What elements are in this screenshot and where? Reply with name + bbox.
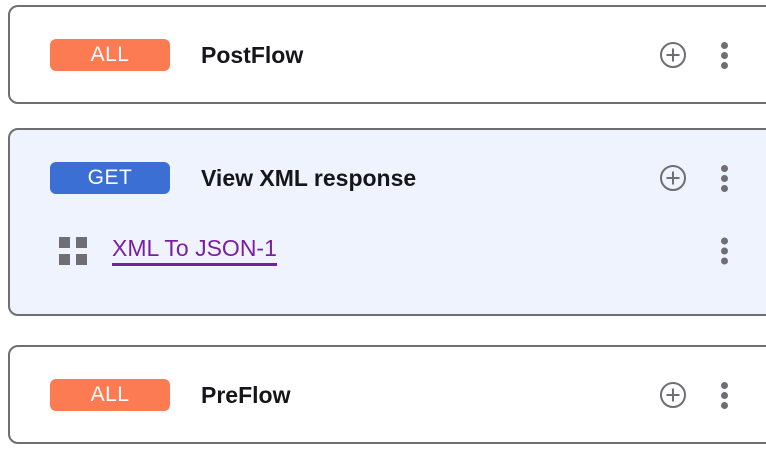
- grid-square: [59, 237, 70, 248]
- flow-card-postflow[interactable]: ALL PostFlow: [8, 5, 766, 104]
- kebab-dot: [721, 237, 728, 245]
- method-badge-all: ALL: [50, 39, 170, 71]
- policy-link-xml-to-json-1[interactable]: XML To JSON-1: [112, 236, 277, 267]
- kebab-dot: [721, 174, 728, 182]
- kebab-dot: [721, 391, 728, 399]
- policy-row[interactable]: XML To JSON-1: [10, 217, 766, 285]
- kebab-dot: [721, 51, 728, 59]
- flow-name-label: PostFlow: [201, 41, 304, 68]
- add-circle-icon[interactable]: [659, 41, 687, 69]
- add-circle-icon[interactable]: [659, 381, 687, 409]
- kebab-dot: [721, 247, 728, 255]
- flow-row-actions: [659, 41, 738, 69]
- grid-square: [59, 254, 70, 265]
- kebab-dot: [721, 164, 728, 172]
- kebab-menu-icon[interactable]: [711, 381, 738, 409]
- method-badge-get: GET: [50, 162, 170, 194]
- add-circle-icon[interactable]: [659, 164, 687, 192]
- flow-name-label: PreFlow: [201, 381, 291, 408]
- flow-header-row[interactable]: ALL PreFlow: [10, 364, 766, 426]
- grid-square: [76, 254, 87, 265]
- method-badge-all: ALL: [50, 379, 170, 411]
- kebab-menu-icon[interactable]: [711, 237, 738, 265]
- flow-row-actions: [659, 381, 738, 409]
- kebab-dot: [721, 401, 728, 409]
- flow-header-row[interactable]: ALL PostFlow: [10, 24, 766, 86]
- flow-header-row[interactable]: GET View XML response: [10, 147, 766, 209]
- kebab-dot: [721, 257, 728, 265]
- grid-squares-icon: [59, 237, 87, 265]
- policy-row-actions: [711, 237, 738, 265]
- flow-row-actions: [659, 164, 738, 192]
- kebab-menu-icon[interactable]: [711, 41, 738, 69]
- kebab-dot: [721, 381, 728, 389]
- kebab-menu-icon[interactable]: [711, 164, 738, 192]
- kebab-dot: [721, 41, 728, 49]
- flow-card-view-xml-response[interactable]: GET View XML response: [8, 128, 766, 316]
- flow-name-label: View XML response: [201, 164, 417, 191]
- grid-square: [76, 237, 87, 248]
- kebab-dot: [721, 61, 728, 69]
- flow-card-preflow[interactable]: ALL PreFlow: [8, 345, 766, 444]
- kebab-dot: [721, 184, 728, 192]
